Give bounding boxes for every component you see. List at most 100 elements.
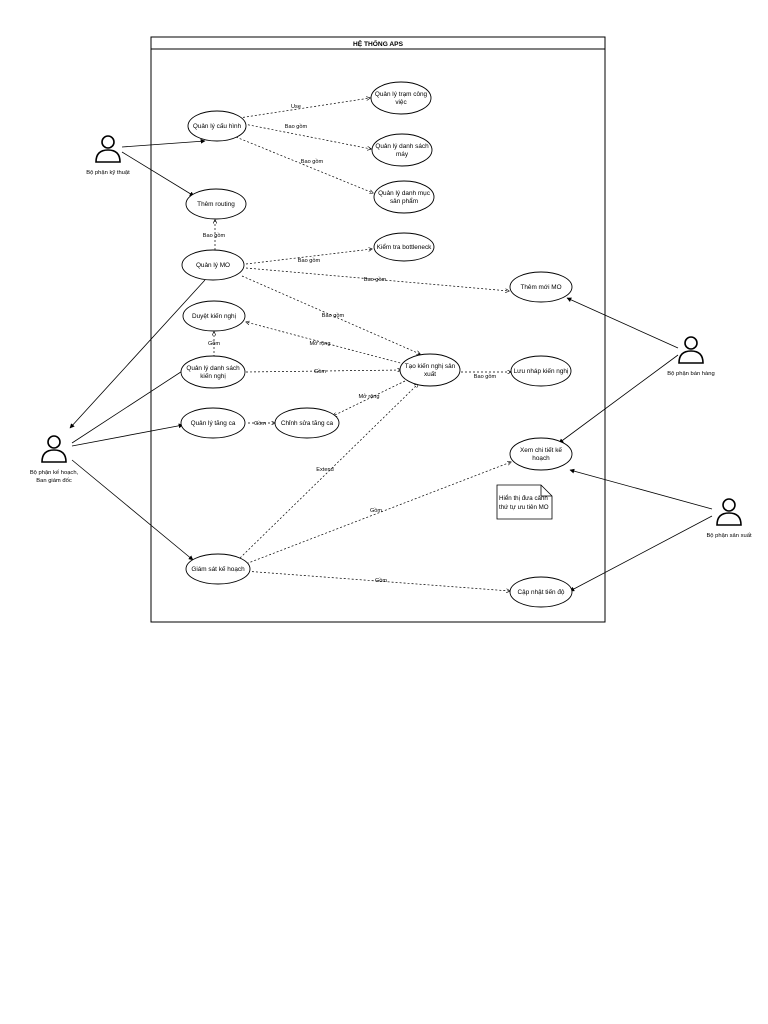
assoc-banhang-xemchitiet (558, 354, 679, 444)
svg-text:Tạo kiến nghị sản: Tạo kiến nghị sản (405, 361, 456, 370)
svg-text:Lưu nháp kiến nghị: Lưu nháp kiến nghị (514, 366, 569, 375)
uc-xem-chi-tiet-line1: Xem chi tiết kế (520, 445, 562, 454)
actor-ban-hang-label: Bộ phận bán hàng (667, 371, 714, 377)
actor-ke-hoach-line2: Ban giám đốc (36, 478, 72, 484)
actor-ke-hoach[interactable]: Bộ phận kế hoạch, Ban giám đốc (30, 435, 79, 484)
svg-text:Quản lý danh sách: Quản lý danh sách (186, 365, 240, 372)
label-baogom-taokiennghi: Bao gồm (322, 313, 345, 319)
uc-chinh-sua-tang-ca[interactable]: Chỉnh sửa tăng ca (274, 407, 340, 439)
label-gom-taokiennghi: Gồm (314, 369, 326, 375)
uc-them-moi-mo[interactable]: Thêm mới MO (509, 271, 573, 303)
uc-quan-ly-may-line1: Quản lý danh sách (375, 143, 429, 150)
uc-quan-ly-cau-hinh-label: Quản lý cấu hình (193, 121, 242, 130)
svg-text:Ban giám đốc: Ban giám đốc (36, 478, 72, 484)
uc-quan-ly-ds-kien-nghi-line2: kiến nghị (200, 371, 226, 380)
svg-text:Duyệt kiến nghị: Duyệt kiến nghị (192, 311, 236, 320)
assoc-kehoach-dskiennghi (71, 365, 191, 444)
svg-text:Thêm mới MO: Thêm mới MO (520, 284, 561, 291)
uc-luu-nhap-label: Lưu nháp kiến nghị (514, 366, 569, 375)
svg-text:Bộ phận kế hoạch,: Bộ phận kế hoạch, (30, 470, 79, 476)
dep-baogom-may (243, 123, 371, 149)
uc-quan-ly-mo[interactable]: Quản lý MO (181, 249, 245, 281)
dep-extend-taokiennghi (239, 384, 418, 559)
uc-xem-chi-tiet-line2: hoạch (532, 455, 550, 462)
associations (69, 138, 713, 592)
actor-san-xuat-label: Bộ phận sản xuất (706, 533, 752, 539)
svg-text:Xem chi tiết kế: Xem chi tiết kế (520, 445, 562, 454)
uc-giam-sat[interactable]: Giám sát kế hoạch (185, 553, 251, 585)
edge-labels: Use Bao gồm Bao gồm Bao gồm Bao gồm Bao … (203, 104, 497, 584)
label-gom-duyet: Gồm (208, 341, 220, 347)
label-baogom-luunhap: Bao gồm (474, 374, 497, 380)
svg-text:Quản lý trạm công: Quản lý trạm công (375, 91, 428, 98)
uc-quan-ly-cau-hinh[interactable]: Quản lý cấu hình (187, 110, 247, 142)
assoc-banhang-themmoimo (566, 297, 679, 349)
label-morong-chinhsua: Mở rộng (358, 393, 379, 400)
uc-them-routing[interactable]: Thêm routing (185, 188, 247, 220)
uc-quan-ly-tram-line2: việc (395, 99, 407, 106)
label-gom-capnhat: Gồm (375, 578, 387, 584)
dep-morong-chinhsua (333, 380, 406, 416)
user-icon (95, 135, 121, 163)
uc-quan-ly-mo-label: Quản lý MO (196, 262, 230, 269)
uc-quan-ly-san-pham-line2: sản phẩm (390, 197, 418, 205)
svg-text:thứ tự ưu tiên MO: thứ tự ưu tiên MO (499, 504, 549, 511)
svg-text:Quản lý cấu hình: Quản lý cấu hình (193, 121, 242, 130)
svg-text:Quản lý danh mục: Quản lý danh mục (378, 190, 431, 197)
svg-text:việc: việc (395, 99, 407, 106)
actor-ky-thuat[interactable]: Bộ phận kỹ thuật (86, 135, 130, 176)
actor-ban-hang[interactable]: Bộ phận bán hàng (667, 336, 715, 377)
uc-kiem-tra-label: Kiểm tra bottleneck (377, 243, 433, 251)
label-baogom-sanpham: Bao gồm (301, 159, 324, 165)
assoc-mo-kehoach (69, 279, 206, 429)
dep-baogom-sanpham (235, 136, 373, 193)
label-gom-xemchitiet: Gồm (370, 508, 382, 514)
svg-text:Quản lý danh sách: Quản lý danh sách (375, 143, 429, 150)
uc-cap-nhat[interactable]: Cập nhật tiến độ (509, 576, 573, 608)
uc-tao-kien-nghi[interactable]: Tạo kiến nghị sản xuất (399, 353, 461, 387)
uc-quan-ly-may-line2: máy (396, 151, 409, 158)
uc-quan-ly-ds-kien-nghi[interactable]: Quản lý danh sách kiến nghị (180, 355, 246, 389)
system-title: HỆ THỐNG APS (353, 38, 404, 48)
uc-xem-chi-tiet[interactable]: Xem chi tiết kế hoạch (509, 437, 573, 471)
uc-quan-ly-tang-ca-label: Quản lý tăng ca (191, 420, 236, 427)
svg-text:hoạch: hoạch (532, 455, 550, 462)
uc-duyet-kien-nghi-label: Duyệt kiến nghị (192, 311, 236, 320)
uc-tao-kien-nghi-line2: xuất (424, 369, 436, 378)
uc-giam-sat-label: Giám sát kế hoạch (191, 564, 245, 573)
user-icon (41, 435, 67, 463)
svg-text:Bộ phận sản xuất: Bộ phận sản xuất (706, 533, 752, 539)
svg-text:Thêm routing: Thêm routing (197, 201, 235, 208)
label-baogom-themmoimo: Bao gồm (364, 277, 387, 283)
label-baogom-routing: Bao gồm (203, 233, 226, 239)
uc-kiem-tra[interactable]: Kiểm tra bottleneck (373, 232, 435, 262)
uc-duyet-kien-nghi[interactable]: Duyệt kiến nghị (182, 300, 246, 332)
svg-text:Bộ phận kỹ thuật: Bộ phận kỹ thuật (86, 170, 130, 176)
assoc-sanxuat-capnhat (569, 515, 713, 592)
svg-text:Quản lý tăng ca: Quản lý tăng ca (191, 420, 236, 427)
actor-san-xuat[interactable]: Bộ phận sản xuất (706, 498, 752, 539)
dep-gom-capnhat (243, 570, 510, 591)
user-icon (716, 498, 742, 526)
svg-text:xuất: xuất (424, 369, 436, 378)
actor-ky-thuat-label: Bộ phận kỹ thuật (86, 170, 130, 176)
svg-text:máy: máy (396, 151, 409, 158)
uc-tao-kien-nghi-line1: Tạo kiến nghị sản (405, 361, 456, 370)
svg-text:Quản lý MO: Quản lý MO (196, 262, 230, 269)
uc-quan-ly-san-pham[interactable]: Quản lý danh mục sản phẩm (373, 180, 435, 214)
uc-luu-nhap[interactable]: Lưu nháp kiến nghị (510, 355, 572, 387)
uc-cap-nhat-label: Cập nhật tiến độ (518, 587, 565, 596)
uc-quan-ly-may[interactable]: Quản lý danh sách máy (371, 133, 433, 167)
note-line2: thứ tự ưu tiên MO (499, 504, 549, 511)
svg-text:sản phẩm: sản phẩm (390, 197, 418, 205)
uc-quan-ly-tram[interactable]: Quản lý trạm công việc (370, 81, 432, 115)
uc-quan-ly-tang-ca[interactable]: Quản lý tăng ca (180, 407, 246, 439)
actor-ke-hoach-line1: Bộ phận kế hoạch, (30, 470, 79, 476)
label-morong-duyet: Mở rộng (309, 340, 330, 347)
user-icon (678, 336, 704, 364)
uc-quan-ly-tram-line1: Quản lý trạm công (375, 91, 428, 98)
uc-quan-ly-san-pham-line1: Quản lý danh mục (378, 190, 431, 197)
dep-baogom-themmoimo (245, 267, 509, 291)
use-cases: Quản lý cấu hình Quản lý trạm công việc … (180, 81, 573, 608)
